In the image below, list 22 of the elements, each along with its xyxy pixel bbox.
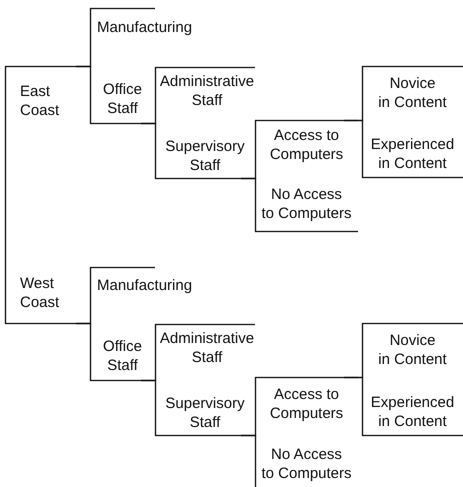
category-label: East Coast (20, 82, 60, 120)
category-label: Novice in Content (378, 74, 447, 112)
category-label: No Access to Computers (261, 445, 352, 483)
category-label: No Access to Computers (261, 185, 352, 223)
category-label: Administrative Staff (160, 329, 254, 367)
bracket-connector (241, 434, 256, 487)
category-label: Experienced in Content (370, 393, 454, 431)
bracket-connector (344, 376, 463, 436)
bracket-connector (241, 178, 358, 232)
category-label: Novice in Content (378, 331, 447, 369)
category-label: Office Staff (103, 80, 142, 118)
category-label: Administrative Staff (160, 72, 254, 110)
category-label: Supervisory Staff (165, 137, 245, 175)
category-label: Office Staff (103, 337, 142, 375)
category-label: Supervisory Staff (165, 394, 245, 432)
category-label: West Coast (20, 274, 60, 312)
category-label: Manufacturing (97, 18, 192, 37)
category-label: Manufacturing (97, 276, 192, 295)
category-label: Access to Computers (270, 385, 344, 423)
category-label: Experienced in Content (370, 135, 454, 173)
category-label: Access to Computers (270, 126, 344, 164)
bracket-connector (344, 120, 463, 178)
